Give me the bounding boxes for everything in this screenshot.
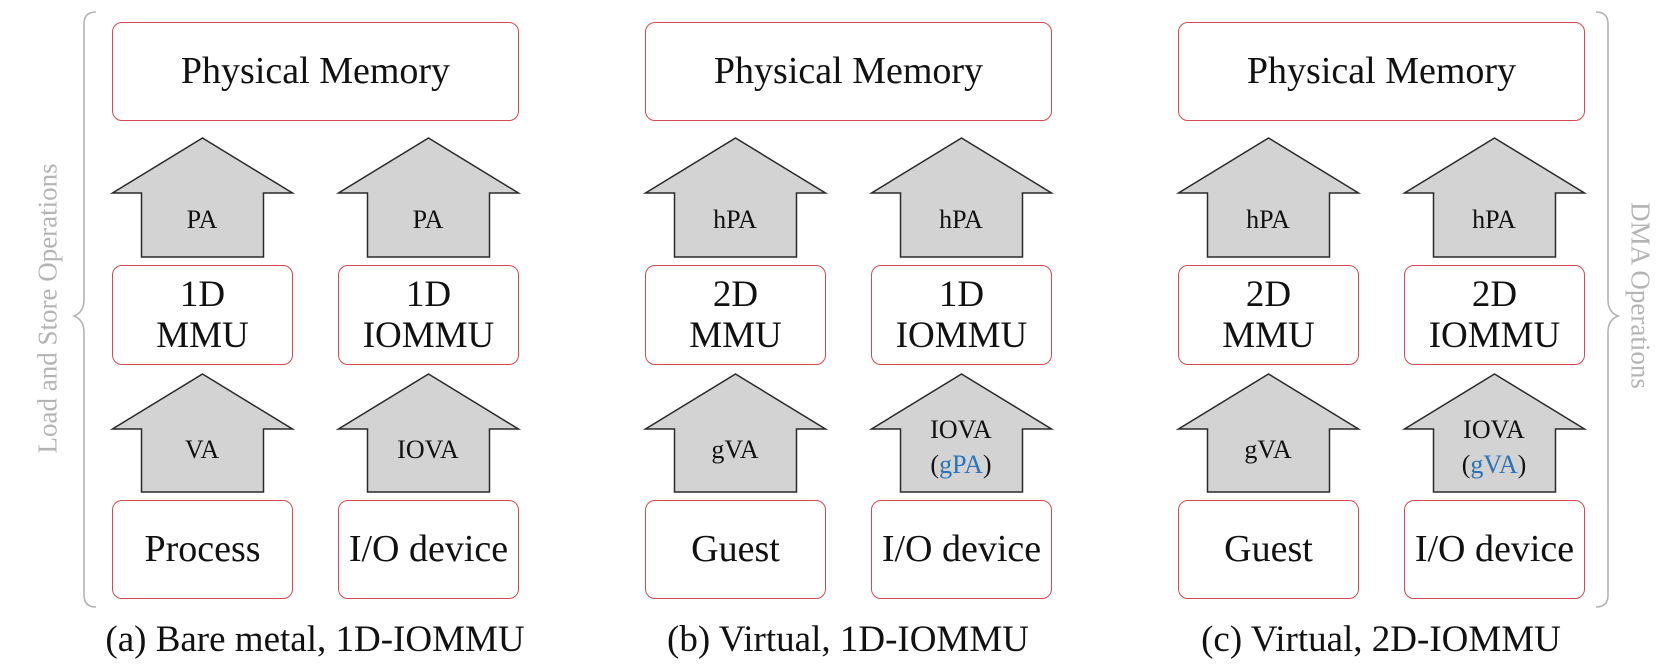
top-arrow-label-left: PA (142, 185, 262, 255)
up-arrow-icon (335, 137, 522, 258)
mmu-box: 2D MMU (645, 265, 826, 365)
up-arrow-icon (868, 373, 1055, 493)
right-brace-icon (1595, 11, 1621, 608)
iommu-box: 2D IOMMU (1404, 265, 1585, 365)
iova-label: IOVA (1463, 414, 1525, 444)
mmu-box: 1D MMU (112, 265, 293, 365)
top-arrow-label-left: hPA (1208, 185, 1328, 255)
iommu-dimension-label: 2D (1471, 273, 1518, 315)
dma-operations-label: DMA Operations (1625, 202, 1656, 389)
mmu-dimension-label: 1D (179, 273, 226, 315)
bottom-arrow-label-right: IOVA (gVA) (1424, 402, 1564, 492)
iova-label: IOVA (397, 435, 459, 465)
top-arrow-label-left: hPA (675, 185, 795, 255)
top-arrow-label-right: hPA (901, 185, 1021, 255)
up-arrow-icon (868, 137, 1055, 258)
pa-label: PA (186, 205, 218, 235)
io-device-label: I/O device (348, 528, 509, 571)
io-device-box: I/O device (1404, 500, 1585, 599)
hpa-label: hPA (1246, 205, 1290, 235)
mmu-name-label: MMU (156, 315, 249, 356)
top-arrow-label-right: hPA (1434, 185, 1554, 255)
panel-caption: (c) Virtual, 2D-IOMMU (1201, 619, 1561, 660)
iommu-box: 1D IOMMU (338, 265, 519, 365)
gva-highlight: gVA (1470, 450, 1518, 479)
physical-memory-label: Physical Memory (180, 50, 451, 93)
gva-label: gVA (711, 435, 759, 465)
load-store-operations-label: Load and Store Operations (32, 163, 63, 454)
iommu-box: 1D IOMMU (871, 265, 1052, 365)
up-arrow-icon (642, 137, 829, 258)
up-arrow-icon (1175, 137, 1362, 258)
gpa-highlight: gPA (939, 450, 983, 479)
process-label: Process (144, 528, 261, 571)
hpa-label: hPA (713, 205, 757, 235)
up-arrow-icon (1175, 373, 1362, 493)
guest-box: Guest (645, 500, 826, 599)
io-device-label: I/O device (881, 528, 1042, 571)
physical-memory-box: Physical Memory (112, 22, 519, 121)
up-arrow-icon (642, 373, 829, 493)
iommu-name-label: IOMMU (1428, 315, 1561, 356)
up-arrow-icon (335, 373, 522, 493)
panel-caption: (a) Bare metal, 1D-IOMMU (105, 619, 525, 660)
bottom-arrow-label-left: VA (142, 410, 262, 490)
pa-label: PA (412, 205, 444, 235)
iova-alias-label: (gVA) (1461, 450, 1527, 479)
iommu-name-label: IOMMU (362, 315, 495, 356)
mmu-name-label: MMU (1222, 315, 1315, 356)
physical-memory-label: Physical Memory (713, 50, 984, 93)
va-label: VA (184, 435, 220, 465)
guest-box: Guest (1178, 500, 1359, 599)
hpa-label: hPA (939, 205, 983, 235)
hpa-label: hPA (1472, 205, 1516, 235)
mmu-name-label: MMU (689, 315, 782, 356)
io-device-box: I/O device (338, 500, 519, 599)
mmu-dimension-label: 2D (712, 273, 759, 315)
io-device-label: I/O device (1414, 528, 1575, 571)
up-arrow-icon (109, 373, 296, 493)
iova-label: IOVA (930, 414, 992, 444)
panel-caption: (b) Virtual, 1D-IOMMU (667, 619, 1029, 660)
process-box: Process (112, 500, 293, 599)
up-arrow-icon (1401, 373, 1588, 493)
iommu-dimension-label: 1D (938, 273, 985, 315)
iommu-dimension-label: 1D (405, 273, 452, 315)
bottom-arrow-label-left: gVA (675, 410, 795, 490)
bottom-arrow-label-right: IOVA (358, 410, 498, 490)
top-arrow-label-right: PA (368, 185, 488, 255)
iova-alias-label: (gPA) (930, 450, 992, 479)
bottom-arrow-label-right: IOVA (gPA) (891, 402, 1031, 492)
guest-label: Guest (1224, 528, 1313, 571)
mmu-dimension-label: 2D (1245, 273, 1292, 315)
guest-label: Guest (691, 528, 780, 571)
left-brace-icon (71, 11, 97, 608)
gva-label: gVA (1244, 435, 1292, 465)
physical-memory-label: Physical Memory (1246, 50, 1517, 93)
up-arrow-icon (109, 137, 296, 258)
physical-memory-box: Physical Memory (645, 22, 1052, 121)
bottom-arrow-label-left: gVA (1208, 410, 1328, 490)
io-device-box: I/O device (871, 500, 1052, 599)
physical-memory-box: Physical Memory (1178, 22, 1585, 121)
up-arrow-icon (1401, 137, 1588, 258)
mmu-box: 2D MMU (1178, 265, 1359, 365)
iommu-name-label: IOMMU (895, 315, 1028, 356)
